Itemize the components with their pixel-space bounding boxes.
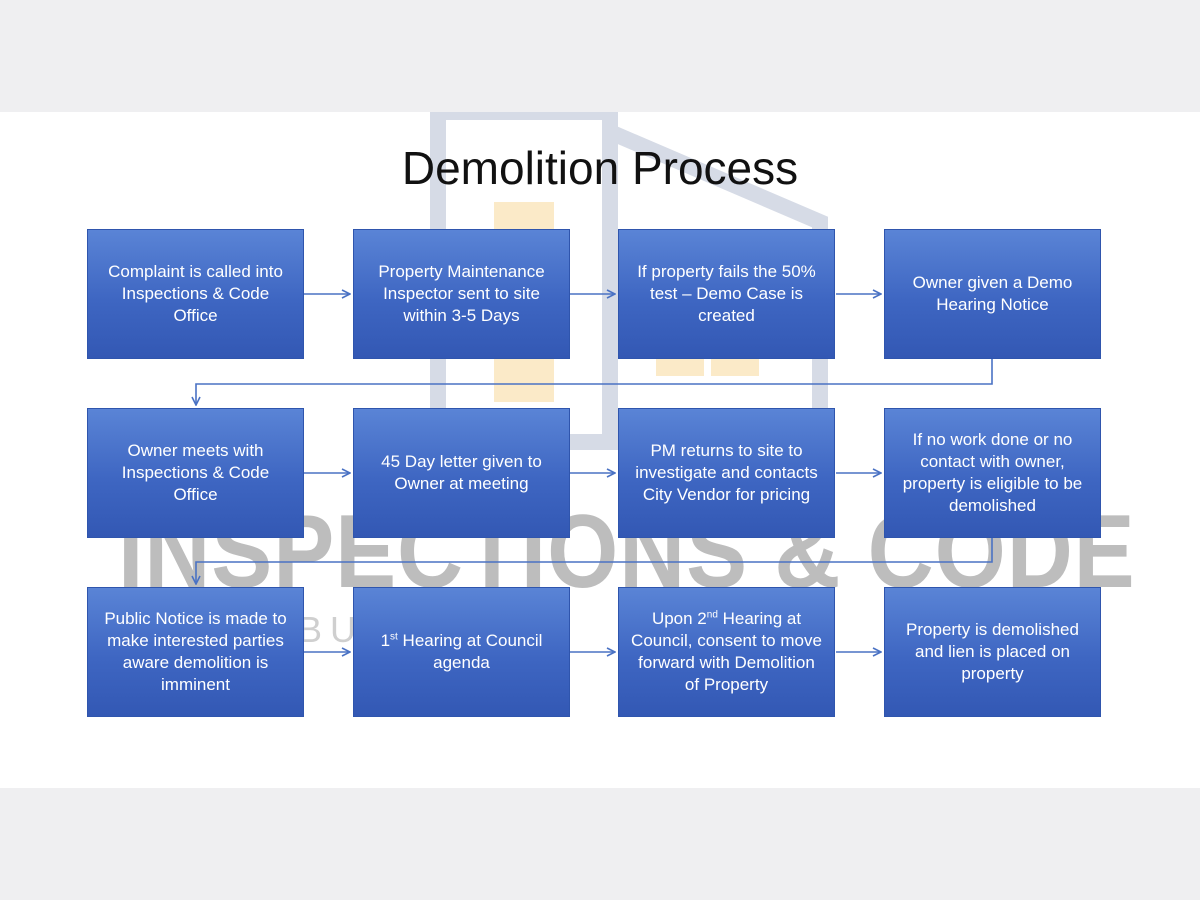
step-eligible-demolish-box: If no work done or no contact with owner… (884, 408, 1101, 538)
step-label: 45 Day letter given to Owner at meeting (381, 452, 542, 493)
step-demolished-box: Property is demolished and lien is place… (884, 587, 1101, 717)
house-window-left (656, 358, 704, 376)
step-second-hearing-box: Upon 2nd Hearing at Council, consent to … (618, 587, 835, 717)
connector-4-5 (196, 359, 993, 405)
step-complaint-box: Complaint is called into Inspections & C… (87, 229, 304, 359)
step-label: Complaint is called into Inspections & C… (108, 262, 283, 325)
step-label: Property Maintenance Inspector sent to s… (378, 262, 545, 325)
step-first-hearing-box: 1st Hearing at Council agenda (353, 587, 570, 717)
step-inspector-sent-box: Property Maintenance Inspector sent to s… (353, 229, 570, 359)
step-label: Upon 2nd Hearing at Council, consent to … (629, 608, 824, 696)
step-label: Owner given a Demo Hearing Notice (912, 273, 1073, 314)
step-label-post: Hearing at Council agenda (397, 631, 543, 672)
house-roof (606, 124, 828, 442)
step-label-sup: nd (706, 609, 718, 621)
step-demo-case-box: If property fails the 50% test – Demo Ca… (618, 229, 835, 359)
step-label: Property is demolished and lien is place… (906, 620, 1079, 683)
step-45-day-letter-box: 45 Day letter given to Owner at meeting (353, 408, 570, 538)
house-window-right (711, 358, 759, 376)
step-label-post: Hearing at Council, consent to move forw… (631, 609, 822, 694)
step-label: Public Notice is made to make interested… (104, 609, 287, 694)
step-label: PM returns to site to investigate and co… (635, 441, 818, 504)
page-title: Demolition Process (401, 142, 799, 194)
step-label-pre: 1 (380, 631, 391, 650)
step-owner-meets-box: Owner meets with Inspections & Code Offi… (87, 408, 304, 538)
step-public-notice-box: Public Notice is made to make interested… (87, 587, 304, 717)
step-label-pre: Upon 2 (651, 609, 707, 628)
step-label: If property fails the 50% test – Demo Ca… (637, 262, 816, 325)
flow-connectors (0, 112, 993, 788)
step-label-sup: st (390, 631, 398, 643)
step-label: 1st Hearing at Council agenda (364, 630, 559, 674)
connector-8-9 (196, 538, 993, 584)
slide: INSPECTIONS & CODE BU LID VE Demolition … (0, 112, 1200, 788)
step-hearing-notice-box: Owner given a Demo Hearing Notice (884, 229, 1101, 359)
step-label: If no work done or no contact with owner… (902, 430, 1083, 515)
step-label: Owner meets with Inspections & Code Offi… (121, 441, 270, 504)
step-pm-returns-box: PM returns to site to investigate and co… (618, 408, 835, 538)
